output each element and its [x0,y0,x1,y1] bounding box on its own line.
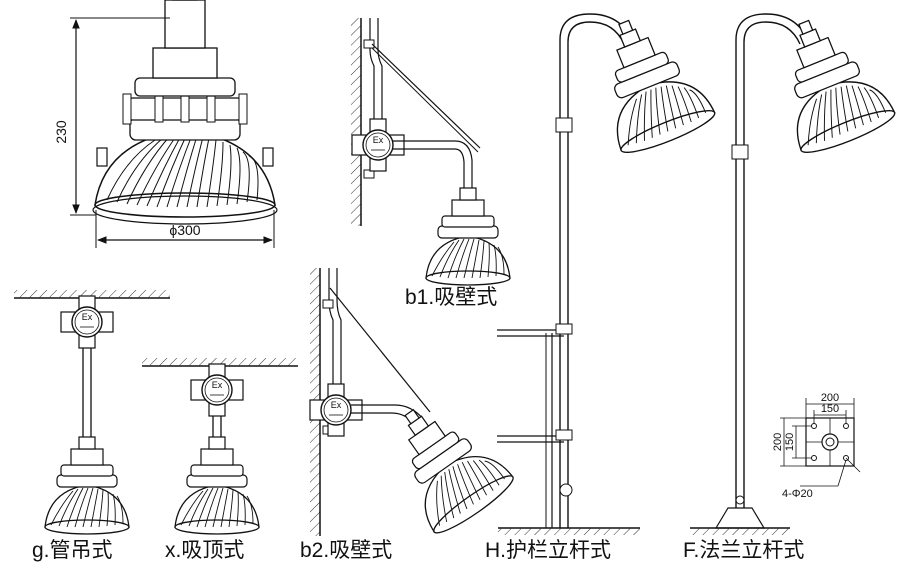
dim-height-label: 230 [53,120,69,144]
g-box-mark: Ex [82,312,93,322]
flange-outer-v-label: 200 [772,433,784,451]
caption-f: F.法兰立杆式 [683,539,804,562]
caption-b2: b2.吸壁式 [300,539,392,562]
caption-x: x.吸顶式 [165,539,244,562]
caption-b1: b1.吸壁式 [405,286,497,309]
caption-h: H.护栏立杆式 [485,539,611,562]
flange-plan-view [780,398,861,487]
f-flange-pole-drawing [690,2,899,535]
h-guardrail-pole-drawing [497,2,719,535]
x-box-mark: Ex [212,380,223,390]
flange-holes-label: 4-Φ20 [782,488,813,500]
main-lamp-drawing [70,0,278,248]
flange-inner-v-label: 150 [784,433,796,451]
flange-inner-label: 150 [821,403,839,415]
b1-wall-mount-drawing [351,18,511,286]
caption-g: g.管吊式 [32,539,113,562]
dim-diameter-label: ϕ300 [169,222,200,238]
b2-wall-mount-drawing [309,268,519,540]
x-ceiling-mount-drawing [142,358,298,535]
b2-box-mark: Ex [331,400,342,410]
g-pipe-pendant-drawing [14,290,170,535]
b1-box-mark: Ex [373,135,384,145]
flange-outer-label: 200 [821,392,839,404]
